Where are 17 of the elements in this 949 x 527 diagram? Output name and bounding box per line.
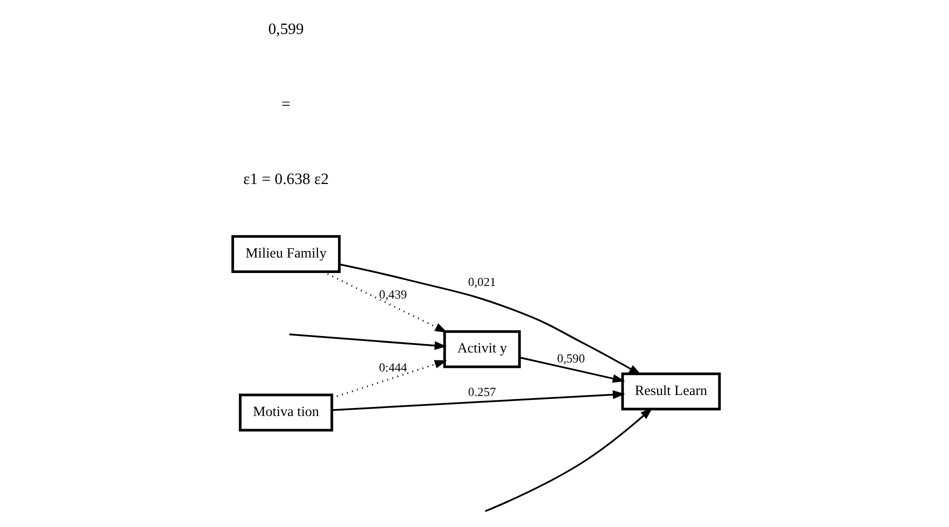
arrow	[338, 264, 641, 375]
edge-label: 0,439	[378, 287, 406, 302]
arrow	[331, 390, 625, 411]
edge-label: 0.257	[468, 385, 496, 400]
node-box: Activit y	[442, 330, 520, 368]
arrow	[288, 334, 446, 350]
node-box: Motiva tion	[238, 394, 333, 432]
label: 0,599	[268, 21, 304, 38]
edge-label: 0,590	[556, 352, 584, 366]
arrow	[484, 408, 652, 512]
edge-label: 0:444	[378, 360, 407, 374]
edge-label: 0,021	[468, 274, 496, 289]
arrow	[519, 356, 625, 383]
node-box: Milieu Family	[230, 235, 340, 273]
label: =	[281, 96, 290, 114]
node-box: Result Learn	[620, 372, 720, 410]
label: ε1 = 0.638 ε2	[242, 170, 328, 188]
